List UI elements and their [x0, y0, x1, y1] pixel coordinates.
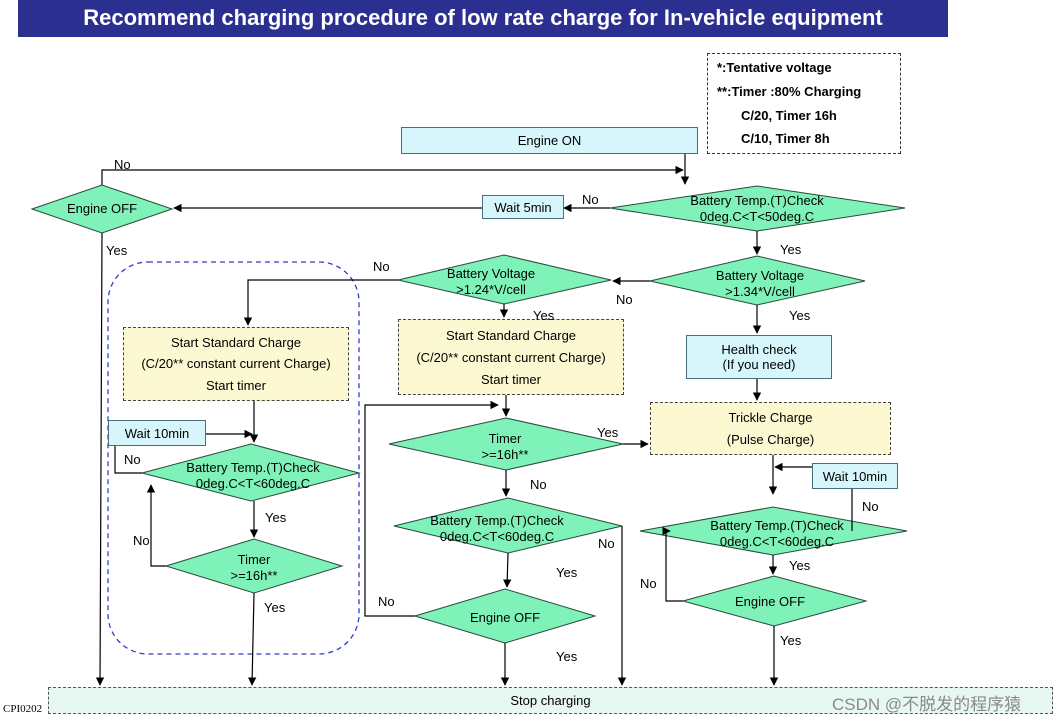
- std-left-line-1: Start Standard Charge: [170, 335, 302, 351]
- decision-battery-temp-mid: [393, 497, 623, 554]
- yes-label-bt-right: Yes: [789, 558, 811, 573]
- decision-timer-mid: [388, 417, 624, 471]
- health-check-line-1: Health check: [721, 342, 797, 357]
- decision-battery-voltage-134: [649, 255, 866, 306]
- decision-timer-left: [164, 538, 344, 594]
- trickle-charge-box: Trickle Charge (Pulse Charge): [650, 402, 891, 455]
- yes-label-timer-left: Yes: [264, 600, 286, 615]
- no-label-bv124: No: [373, 259, 390, 274]
- stop-charging-box: Stop charging: [48, 687, 1053, 714]
- legend-line-4: C/10, Timer 8h: [741, 131, 830, 146]
- wait-10min-left-box: Wait 10min: [108, 420, 206, 446]
- legend-box: *:Tentative voltage **:Timer :80% Chargi…: [707, 53, 901, 154]
- no-label-engine-off-loop: No: [114, 157, 131, 172]
- decision-engine-off-left: [30, 184, 174, 234]
- yes-label-bv134: Yes: [789, 308, 811, 323]
- yes-label-bt-left: Yes: [265, 510, 287, 525]
- yes-label-bv124: Yes: [533, 308, 555, 323]
- decision-engine-off-right: [681, 575, 868, 627]
- standard-charge-group-outline: [107, 261, 360, 655]
- std-mid-line-3: Start timer: [481, 371, 541, 387]
- wait-5min-box: Wait 5min: [482, 195, 564, 219]
- trickle-line-2: (Pulse Charge): [726, 431, 815, 447]
- no-label-timer-mid: No: [530, 477, 547, 492]
- engine-on-box: Engine ON: [401, 127, 698, 154]
- decision-battery-temp-left: [140, 443, 361, 502]
- start-standard-charge-mid-box: Start Standard Charge (C/20** constant c…: [398, 319, 624, 395]
- legend-line-2: **:Timer :80% Charging: [717, 84, 862, 99]
- yes-label-timer-mid: Yes: [597, 425, 619, 440]
- footer-code: CPI0202: [3, 703, 43, 715]
- trickle-line-1: Trickle Charge: [728, 410, 813, 426]
- yes-label-engine-off-mid: Yes: [556, 649, 578, 664]
- health-check-box: Health check (If you need): [686, 335, 832, 379]
- watermark: CSDN @不脱发的程序猿: [832, 695, 1022, 714]
- no-label-engine-off-right: No: [640, 576, 657, 591]
- no-label-bt-left: No: [124, 452, 141, 467]
- std-mid-line-1: Start Standard Charge: [445, 327, 577, 343]
- health-check-line-2: (If you need): [722, 357, 796, 372]
- yes-label-temp-top: Yes: [780, 242, 802, 257]
- std-left-line-2: (C/20** constant current Charge): [141, 356, 331, 372]
- no-label-bt-mid: No: [598, 536, 615, 551]
- decision-battery-voltage-124: [397, 254, 612, 305]
- std-left-line-3: Start timer: [206, 377, 266, 393]
- no-label-bt-right: No: [862, 499, 879, 514]
- wait-10min-right-box: Wait 10min: [812, 463, 898, 489]
- no-label-temp-top: No: [582, 192, 599, 207]
- yes-label-bt-mid: Yes: [556, 565, 578, 580]
- std-mid-line-2: (C/20** constant current Charge): [416, 349, 606, 365]
- decision-engine-off-mid: [413, 588, 597, 644]
- yes-label-engine-off-left: Yes: [106, 243, 128, 258]
- no-label-engine-off-mid: No: [378, 594, 395, 609]
- no-label-bv134: No: [616, 292, 633, 307]
- yes-label-engine-off-right: Yes: [780, 633, 802, 648]
- decision-battery-temp-top: [609, 185, 906, 232]
- no-label-timer-left: No: [133, 533, 150, 548]
- start-standard-charge-left-box: Start Standard Charge (C/20** constant c…: [123, 327, 349, 401]
- decision-battery-temp-right: [639, 506, 908, 556]
- legend-line-3: C/20, Timer 16h: [741, 108, 837, 123]
- page-title: Recommend charging procedure of low rate…: [18, 0, 948, 37]
- legend-line-1: *:Tentative voltage: [717, 60, 832, 75]
